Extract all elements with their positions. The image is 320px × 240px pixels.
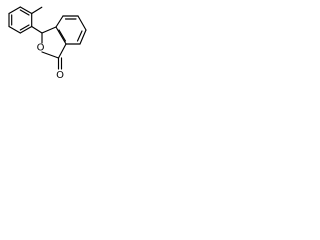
- bond: [41, 51, 60, 59]
- bond: [8, 25, 21, 34]
- methyl-bond: [31, 6, 43, 15]
- aromatic-inner-bond: [19, 9, 30, 16]
- aromatic-inner-bond: [58, 29, 67, 42]
- molecule-drawing: O O: [8, 6, 87, 81]
- ring-oxygen-label: O: [37, 43, 45, 54]
- aryl-link-bond: [31, 25, 43, 34]
- aromatic-inner-bond: [76, 30, 83, 42]
- bond: [79, 29, 87, 45]
- bond: [19, 6, 33, 15]
- bond: [19, 25, 33, 34]
- aromatic-inner-bond: [19, 24, 30, 31]
- bond: [55, 15, 64, 28]
- tolyl-ring: [8, 6, 43, 34]
- bond: [57, 43, 67, 59]
- bond: [77, 15, 87, 31]
- bond: [8, 6, 21, 15]
- carbonyl-oxygen-label: O: [56, 70, 64, 81]
- bond: [41, 26, 57, 34]
- bond: [55, 26, 67, 45]
- isobenzofuranone-core: [31, 15, 87, 70]
- structure-diagram: O O: [0, 0, 111, 84]
